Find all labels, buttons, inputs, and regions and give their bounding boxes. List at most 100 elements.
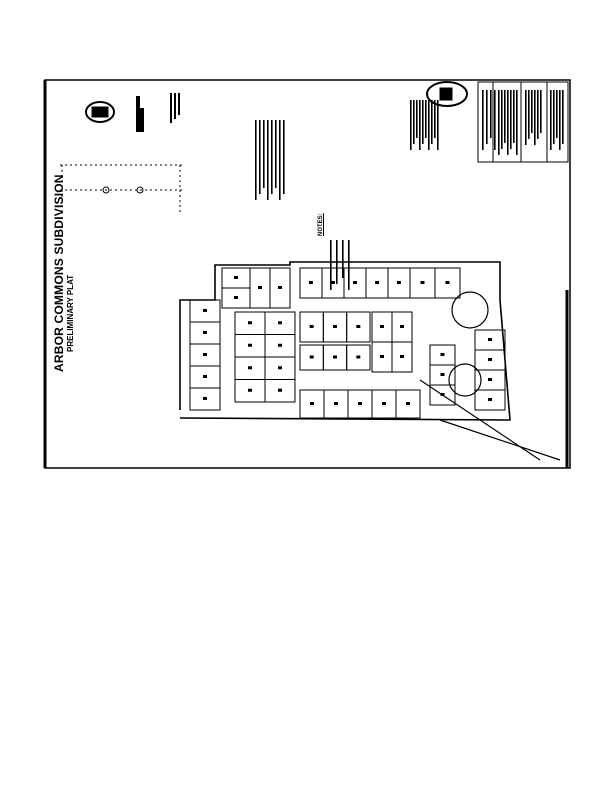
sheet-border [43,79,571,469]
title-block [426,81,569,163]
text-line [490,90,492,138]
lot-number-mark [380,325,384,328]
text-line [283,120,285,194]
lot-number-mark [420,281,425,284]
scale-note [170,93,180,123]
text-line [271,120,273,194]
lot [434,267,461,299]
lot-number-mark [333,355,337,359]
text-line [428,100,430,150]
text-line [267,120,269,200]
lot-number-mark [248,366,252,370]
lot-number-mark [382,402,386,405]
lot-number-mark [488,338,492,341]
lot-number-mark [248,388,252,392]
text-line [422,100,424,144]
lot-number-mark [278,388,282,392]
lot-number-mark [248,321,252,325]
lot-number-mark [203,397,207,400]
lot [346,311,371,343]
text-line [494,90,496,150]
text-line [553,90,555,144]
text-line [534,90,536,145]
lot-number-mark [488,378,492,381]
cul-de-sac [419,291,561,461]
lot-number-mark [400,355,404,358]
text-line [486,90,488,144]
text-line [510,90,512,149]
lot [474,389,506,411]
lot-number-mark [309,325,314,328]
text-line [504,90,506,143]
text-line [279,120,281,200]
title-block-text [482,90,564,155]
lot-number-mark [375,281,379,284]
lot-number-mark [258,286,262,289]
text-line [537,90,539,139]
drawing-title: ARBOR COMMONS SUBDIVISION [52,174,66,372]
text-line [348,240,350,290]
lot-number-mark [440,353,445,356]
text-line [562,90,564,144]
text-line [275,120,277,188]
text-line [259,120,261,194]
text-line [342,240,344,278]
lot-layout [179,261,511,421]
lot [429,384,456,406]
lot-number-mark [356,355,361,359]
lot-number-mark [278,343,282,347]
lot-number-mark [331,281,335,284]
text-line [559,90,561,150]
lot-number-mark [278,321,282,325]
lot-number-mark [400,325,404,328]
text-line [556,90,558,138]
lot-number-mark [203,331,207,334]
lot-number-mark [203,353,207,356]
text-line [482,90,484,150]
lot [189,387,221,411]
lot-number-mark [488,358,492,361]
text-line [501,90,503,149]
lot-number-mark [234,276,238,279]
notes-heading: NOTES: [318,213,324,236]
lot-number-mark [488,398,492,401]
lot-number-mark [356,325,361,328]
lot [346,344,371,371]
lot-number-mark [248,343,252,347]
lot-number-mark [406,402,410,405]
text-line [540,90,542,133]
lot-number-mark [310,402,314,405]
drawing-subtitle: PRELIMINARY PLAT [66,274,75,352]
text-line [255,120,257,200]
text-line [437,100,439,150]
text-line [525,90,527,145]
text-line [419,100,421,150]
lot-number-mark [278,366,282,370]
text-line [498,90,500,155]
north-arrow-seal [85,101,115,123]
text-line [513,90,515,143]
text-line [434,100,436,138]
text-line [413,100,415,144]
lot-number-mark [203,309,207,312]
lot [395,389,421,419]
lot-number-mark [278,286,282,289]
text-line [263,120,265,188]
text-line [410,100,412,150]
text-line [330,240,332,290]
lot-number-mark [445,281,450,284]
text-line [516,90,518,155]
text-line [531,90,533,133]
text-line [431,100,433,144]
lot-number-mark [440,373,445,376]
lot-number-mark [309,355,314,359]
text-line [528,90,530,139]
text-line [416,100,418,138]
lot-number-mark [234,296,238,299]
graphic-scale [136,96,144,132]
text-line [507,90,509,155]
lot [269,267,291,309]
lot-number-mark [380,355,384,358]
lot-number-mark [203,375,207,378]
